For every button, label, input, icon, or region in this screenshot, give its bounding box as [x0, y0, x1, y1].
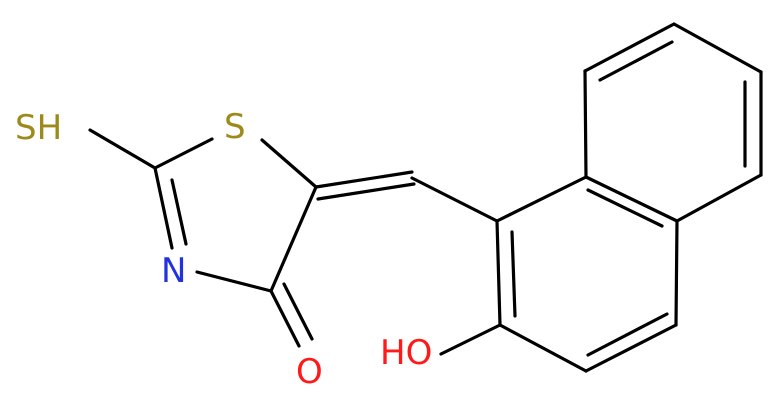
atom-label-o: O: [296, 352, 323, 392]
atom-label-n: N: [161, 251, 186, 291]
bond-c7-c6: [672, 22, 763, 74]
thiazolone-ring: [88, 128, 318, 348]
bond-c1-c2-inner: [510, 230, 517, 318]
bond-c2-c3: [498, 323, 588, 373]
atom-labels: SH S N O HO: [15, 107, 432, 392]
bond-c5-ch-b: [316, 182, 416, 201]
atom-label-ho: HO: [380, 333, 432, 373]
bond-c4a-c8a-inner: [586, 188, 664, 228]
bond-c2-oh: [439, 323, 502, 356]
bond-c8-c7-a: [583, 22, 676, 73]
bond-sh-c2: [88, 128, 157, 170]
bond-c8a-c8: [583, 69, 588, 179]
atom-label-s: S: [224, 107, 246, 147]
bond-c4a-c8a: [584, 175, 679, 223]
bond-ch-c1: [410, 176, 499, 223]
bond-c2-n3-inner: [170, 178, 188, 246]
bond-c1-c8a: [495, 175, 588, 223]
bond-c3-c4-a: [584, 323, 678, 373]
bond-c8-c7-b: [598, 40, 674, 82]
bond-c4-c5: [269, 185, 318, 293]
bond-c2-n3-outer: [153, 166, 174, 250]
bond-n3-c4: [195, 270, 273, 293]
bond-c2-s1: [153, 137, 214, 170]
atom-label-sh: SH: [15, 108, 62, 148]
bond-c5-ch-a: [314, 170, 414, 189]
naphthalene-rings: [439, 22, 763, 373]
bond-c3-c4-b: [586, 312, 669, 357]
bond-c4-o-a: [269, 289, 301, 348]
bond-c5-c4a: [675, 173, 763, 223]
bond-c1-c2: [495, 219, 502, 327]
bond-c4-o-b: [282, 282, 314, 341]
methylidene-bridge: [314, 170, 499, 223]
bond-s1-c5: [260, 138, 318, 189]
bond-c4-c4a: [674, 219, 679, 327]
